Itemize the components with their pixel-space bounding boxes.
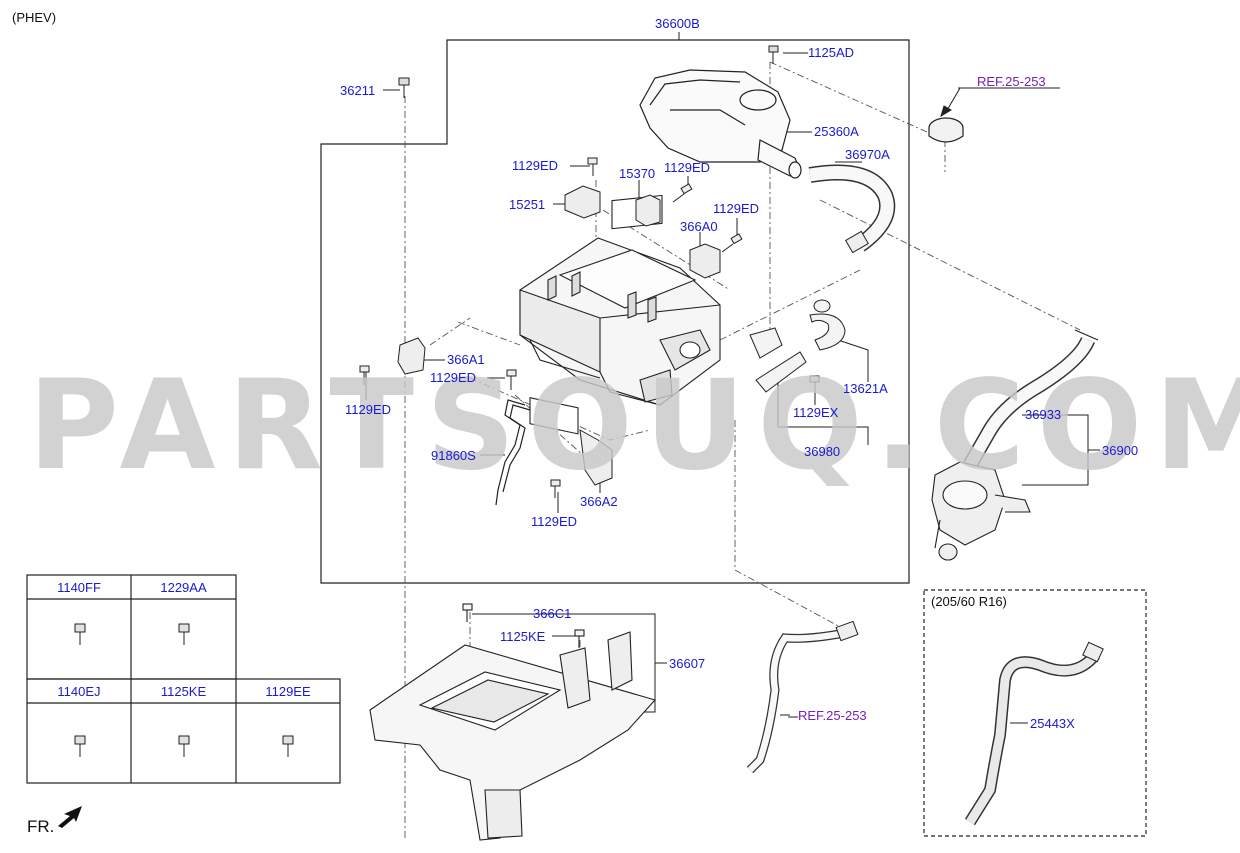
fastener-cell-1140FF[interactable]: 1140FF: [57, 580, 101, 595]
callout-15370[interactable]: 15370: [619, 166, 656, 181]
callout-36607[interactable]: 36607: [669, 656, 706, 671]
fastener-cell-1125KE[interactable]: 1125KE: [160, 684, 207, 699]
callout-1129EX[interactable]: 1129EX: [793, 405, 839, 420]
callout-25360A[interactable]: 25360A: [814, 124, 859, 139]
fastener-cell-1140EJ[interactable]: 1140EJ: [57, 684, 101, 699]
pump-hose: [963, 329, 1099, 469]
callout-36933[interactable]: 36933: [1025, 407, 1062, 422]
bolt-icon: [178, 623, 190, 645]
callout-15251[interactable]: 15251: [509, 197, 546, 212]
variant-label: (PHEV): [12, 10, 57, 25]
callout-1129ED[interactable]: 1129ED: [430, 370, 477, 385]
callout-36211[interactable]: 36211: [340, 83, 376, 98]
callout-91860S[interactable]: 91860S: [431, 448, 476, 463]
ref-link-top[interactable]: REF.25-253: [977, 74, 1046, 89]
reservoir-cap: [928, 117, 964, 143]
callout-366A1[interactable]: 366A1: [447, 352, 485, 367]
callout-366A2[interactable]: 366A2: [580, 494, 618, 509]
bolt-icon: [74, 735, 86, 757]
callout-1129ED[interactable]: 1129ED: [713, 201, 760, 216]
callout-1129ED[interactable]: 1129ED: [512, 158, 559, 173]
variant-coolant-hose: [964, 641, 1104, 826]
coolant-hose: [808, 164, 896, 254]
mounting-bracket: [359, 337, 517, 390]
callout-366C1[interactable]: 366C1: [533, 606, 572, 621]
variant-box-outline: [923, 589, 1147, 837]
callout-1129ED[interactable]: 1129ED: [531, 514, 578, 529]
fastener-cell-1129EE[interactable]: 1129EE: [265, 684, 311, 699]
callout-13621A[interactable]: 13621A: [843, 381, 888, 396]
callout-36970A[interactable]: 36970A: [845, 147, 890, 162]
front-label: FR.: [27, 817, 55, 836]
callout-36600B[interactable]: 36600B: [655, 16, 700, 31]
callout-25443X[interactable]: 25443X: [1030, 716, 1075, 731]
fastener-cell-1229AA[interactable]: 1229AA: [160, 580, 207, 595]
coolant-hose-lower: [746, 620, 859, 774]
wiring-harness: [495, 399, 531, 506]
fastener-table-grid: [26, 574, 341, 784]
mounting-bracket: [550, 429, 613, 498]
assembly-boundary-line: [320, 39, 910, 584]
electric-water-pump: [931, 461, 1031, 561]
callout-1125AD[interactable]: 1125AD: [808, 45, 855, 60]
variant-box-label: (205/60 R16): [931, 594, 1007, 609]
callout-366A0[interactable]: 366A0: [680, 219, 718, 234]
inverter-brackets: [564, 157, 743, 279]
callout-1125KE[interactable]: 1125KE: [500, 629, 546, 644]
callout-1129ED[interactable]: 1129ED: [664, 160, 711, 175]
front-direction-arrow-icon: [58, 806, 82, 828]
callout-36980[interactable]: 36980: [804, 444, 841, 459]
bolt-icon: [282, 735, 294, 757]
bolt-icon: [768, 45, 779, 64]
coolant-pipe-set: [749, 299, 846, 393]
callout-36900[interactable]: 36900: [1102, 443, 1139, 458]
ref-link-bottom[interactable]: REF.25-253: [798, 708, 867, 723]
fastener-bolt-icons: [74, 623, 294, 757]
bolt-icon: [398, 77, 410, 98]
coolant-reservoir: [639, 69, 802, 179]
bolt-icon: [178, 735, 190, 757]
callout-1129ED[interactable]: 1129ED: [345, 402, 392, 417]
inverter-tray: [369, 603, 656, 841]
bolt-icon: [74, 623, 86, 645]
